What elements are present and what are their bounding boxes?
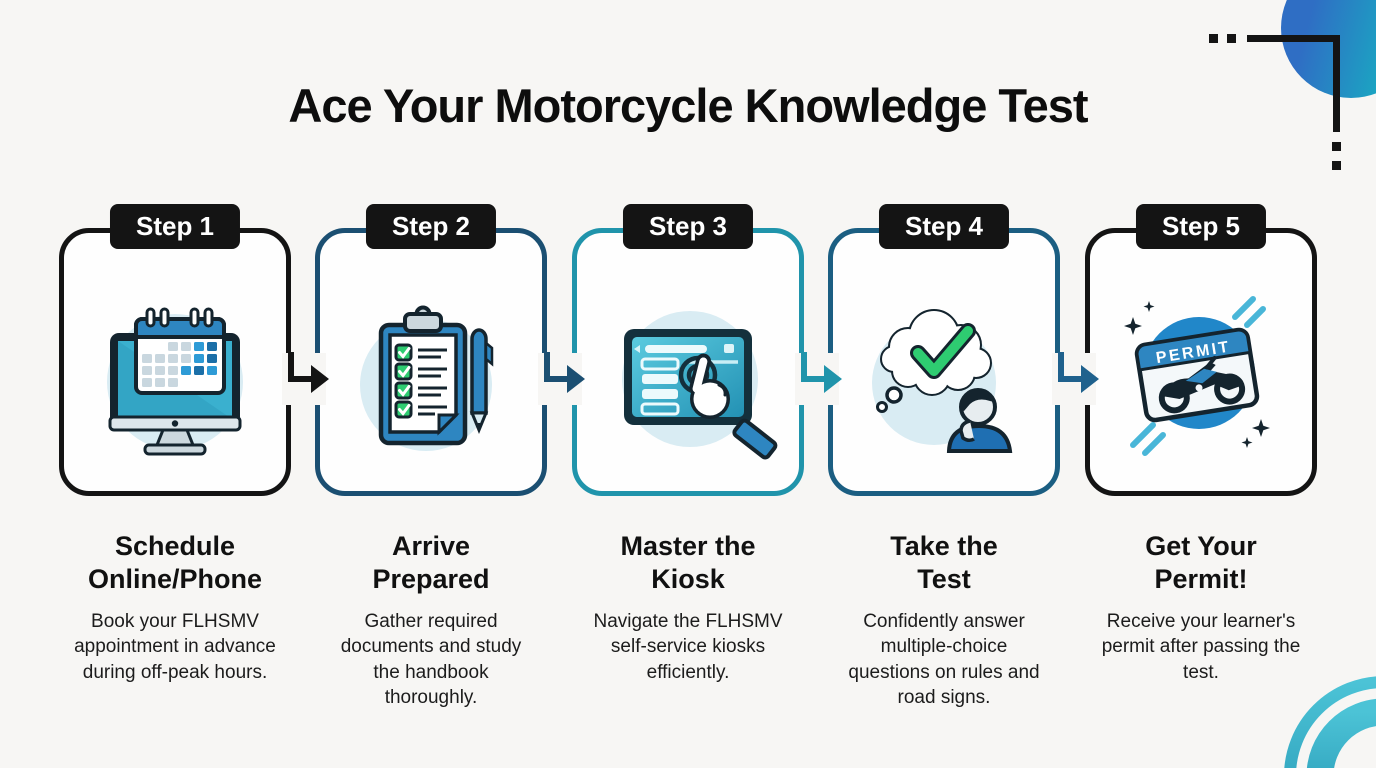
step-description-4: Confidently answer multiple-choice quest…: [848, 611, 1040, 708]
diagonal-stripes: [1130, 296, 1266, 456]
step-badge-2: Step 2: [365, 204, 497, 249]
step-description-5: Receive your learner's permit after pass…: [1101, 611, 1301, 683]
step-badge-5: Step 5: [1135, 204, 1267, 249]
corner-dot: [1332, 142, 1341, 151]
thinking-person: [946, 388, 1013, 453]
step-title-4: Take the Test: [890, 531, 998, 594]
touch-hand: [689, 353, 778, 460]
step-description-3: Navigate the FLHSMV self-service kiosks …: [593, 611, 783, 683]
step-title-3: Master the Kiosk: [620, 531, 756, 594]
step-badge-1: Step 1: [109, 204, 241, 249]
step-title-1: Schedule Online/Phone: [87, 531, 262, 594]
corner-dot: [1332, 161, 1341, 170]
step-card-1: [59, 228, 291, 496]
corner-line-horizontal: [1247, 35, 1340, 42]
step-title-2: Arrive Prepared: [372, 531, 490, 594]
step-badge-3: Step 3: [622, 204, 754, 249]
step-card-5: PERMIT: [1085, 228, 1317, 496]
pen: [469, 328, 494, 434]
corner-dot: [1209, 34, 1218, 43]
step-description-2: Gather required documents and study the …: [340, 611, 522, 708]
step-card-4: [828, 228, 1060, 496]
arrow-right-icon: [1058, 352, 1099, 393]
motorcycle-silhouette: [1158, 356, 1246, 414]
step-badge-4: Step 4: [878, 204, 1010, 249]
arrow-right-icon: [801, 352, 842, 393]
page-title: Ace Your Motorcycle Knowledge Test: [288, 79, 1088, 132]
arrow-right-icon: [544, 352, 585, 393]
step-description-1: Book your FLHSMV appointment in advance …: [74, 611, 276, 683]
clipboard-checklist-icon: [360, 305, 494, 451]
step-card-3: [572, 228, 804, 496]
corner-dot: [1227, 34, 1236, 43]
arrow-right-icon: [288, 352, 329, 393]
motorcycle-permit-icon: PERMIT: [1124, 296, 1270, 456]
permit-card: PERMIT: [1134, 327, 1260, 423]
corner-line-vertical: [1333, 35, 1340, 132]
step-title-5: Get Your Permit!: [1145, 531, 1257, 594]
step-card-2: [315, 228, 547, 496]
kiosk-touchscreen-icon: [622, 311, 778, 460]
thinking-checkmark-icon: [872, 309, 1013, 453]
computer-calendar-icon: [107, 307, 243, 456]
calendar-grid: [142, 342, 217, 387]
sparkles: [1124, 301, 1270, 448]
checklist-rows: [394, 343, 447, 419]
